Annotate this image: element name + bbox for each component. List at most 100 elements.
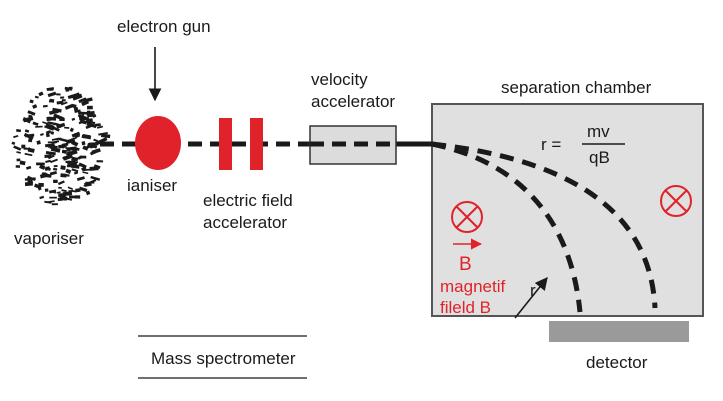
vaporiser-particle (60, 165, 66, 170)
vaporiser-particle (78, 186, 88, 193)
vaporiser-particle (81, 141, 86, 146)
vaporiser-particle (75, 188, 81, 193)
vaporiser-particle (44, 154, 52, 158)
vaporiser-particle (21, 144, 26, 149)
vaporiser-particle (86, 110, 95, 116)
vaporiser-particle (98, 131, 108, 136)
vaporiser-particle (86, 105, 93, 110)
electric-field-plate-right (250, 118, 263, 170)
vaporiser-particle (38, 91, 44, 97)
ion-trajectory-inner (431, 141, 583, 313)
vaporiser-particle (60, 96, 65, 99)
vaporiser-particle (70, 103, 77, 109)
vaporiser-particle (36, 140, 41, 145)
vaporiser-particle (53, 164, 58, 168)
vaporiser-particle (38, 182, 44, 187)
radius-arrow (514, 277, 548, 319)
vaporiser-particle (47, 91, 57, 98)
vaporiser-particle (39, 164, 46, 170)
vaporiser-particle (71, 168, 79, 173)
vaporiser-particle (68, 190, 73, 193)
vaporiser-particle (11, 141, 16, 146)
detector-label: detector (586, 353, 648, 372)
vaporiser-particle (15, 165, 21, 168)
vaporiser-particle (77, 155, 83, 160)
vaporiser-particle (53, 167, 58, 171)
vaporiser-particle (76, 176, 85, 181)
vaporiser-particle (47, 116, 57, 121)
vaporiser-particle (96, 125, 104, 129)
vaporiser-particle (50, 131, 55, 135)
vaporiser-particle (24, 152, 33, 157)
vaporiser-particle (19, 160, 26, 166)
vaporiser-particle (90, 175, 101, 181)
vaporiser-particle (27, 177, 36, 181)
vaporiser-particle (65, 87, 70, 92)
vaporiser-particle (16, 129, 22, 133)
velocity-accelerator-label-line2: accelerator (311, 92, 395, 111)
ion-trajectory-outer (431, 141, 658, 309)
vaporiser-particle (70, 163, 80, 169)
vaporiser-particle (56, 93, 61, 96)
vaporiser-particle (45, 130, 52, 135)
vaporiser-particle (66, 146, 77, 151)
vaporiser-particle (85, 190, 91, 196)
vaporiser-particle (71, 117, 76, 121)
vaporiser-particle (13, 145, 22, 151)
electron-gun-label: electron gun (117, 17, 211, 36)
vaporiser-particle (32, 121, 39, 127)
vaporiser-particle (89, 150, 97, 156)
vaporiser-particle (82, 145, 89, 151)
radius-label: r (530, 281, 536, 300)
vaporiser-particle (64, 103, 74, 110)
vaporiser-particle (74, 109, 81, 113)
vaporiser-particle (89, 166, 99, 171)
vaporiser-particle (65, 137, 76, 145)
vaporiser-particle (67, 149, 78, 157)
vaporiser-particle (32, 104, 38, 109)
vaporiser-particle (69, 127, 74, 133)
vaporiser-particle (51, 140, 58, 145)
vaporiser-particle (78, 97, 87, 104)
vaporiser-particle (69, 195, 77, 199)
vaporiser-particle (46, 200, 55, 204)
vaporiser-particle (58, 193, 63, 198)
vaporiser-particle (77, 110, 85, 116)
vaporiser-particle (45, 166, 51, 171)
vaporiser-particle (45, 159, 52, 164)
vaporiser-particle (53, 114, 64, 121)
formula-lhs: r = (541, 135, 561, 154)
vaporiser-particle (82, 168, 92, 172)
vaporiser-particle (48, 189, 57, 194)
vaporiser-particle (49, 196, 57, 199)
vaporiser-particle (67, 186, 74, 191)
magnetic-field-label-line2: fileld B (440, 298, 491, 317)
vaporiser-particle (28, 114, 33, 118)
vaporiser-particle (45, 150, 56, 156)
vaporiser-label: vaporiser (14, 229, 84, 248)
vaporiser-particle (78, 120, 84, 125)
vaporiser-particle (16, 151, 21, 154)
vaporiser-particle (72, 93, 83, 101)
vaporiser-particle (82, 164, 87, 169)
vaporiser-particle (82, 134, 91, 139)
vaporiser-particle (78, 116, 83, 121)
vaporiser-particle (96, 160, 104, 163)
vaporiser-particle (61, 149, 67, 154)
vaporiser-particle (93, 138, 99, 143)
vaporiser-particle (51, 125, 60, 132)
formula-denominator: qB (589, 148, 610, 167)
vaporiser-particle (61, 189, 67, 193)
vaporiser-particle (53, 145, 58, 150)
electric-field-label-line1: electric field (203, 191, 293, 210)
velocity-accelerator-label-line1: velocity (311, 70, 368, 89)
vaporiser-particle (83, 183, 90, 187)
vaporiser-particle (61, 99, 66, 102)
vaporiser-particle (34, 95, 39, 99)
ioniser (135, 116, 181, 170)
vaporiser-particle (44, 188, 49, 192)
vaporiser-particle (56, 122, 66, 129)
velocity-accelerator (309, 125, 397, 165)
vaporiser-particle (92, 114, 97, 118)
